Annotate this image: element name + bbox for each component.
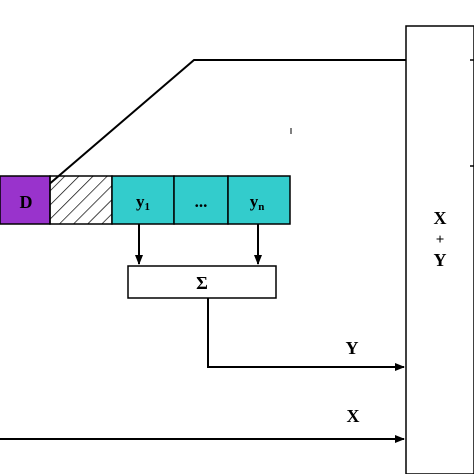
y1-main: y bbox=[136, 192, 145, 211]
y1-cell bbox=[111, 175, 175, 225]
hatched-cell bbox=[49, 175, 113, 225]
d-feed-line bbox=[25, 59, 406, 205]
d-cell bbox=[0, 175, 51, 225]
y-signal-line bbox=[207, 298, 405, 371]
yn-cell-label: yn bbox=[250, 192, 265, 213]
d-cell-label: D bbox=[20, 192, 33, 212]
y1-cell-label: y1 bbox=[136, 192, 150, 213]
yn-main: y bbox=[250, 192, 259, 211]
summation-block bbox=[127, 265, 277, 299]
output-label-y: Y bbox=[434, 250, 447, 270]
y1-subscript: 1 bbox=[145, 201, 151, 213]
sum-output-block bbox=[405, 25, 474, 474]
summation-symbol: Σ bbox=[196, 273, 208, 293]
x-signal-label: X bbox=[347, 406, 360, 426]
y-signal-label: Y bbox=[346, 338, 359, 358]
output-label-x: X bbox=[434, 208, 447, 228]
yn-cell bbox=[227, 175, 291, 225]
yn-subscript: n bbox=[258, 201, 264, 213]
ellipsis-cell-label: ... bbox=[195, 192, 208, 211]
output-label-plus: + bbox=[436, 232, 445, 248]
